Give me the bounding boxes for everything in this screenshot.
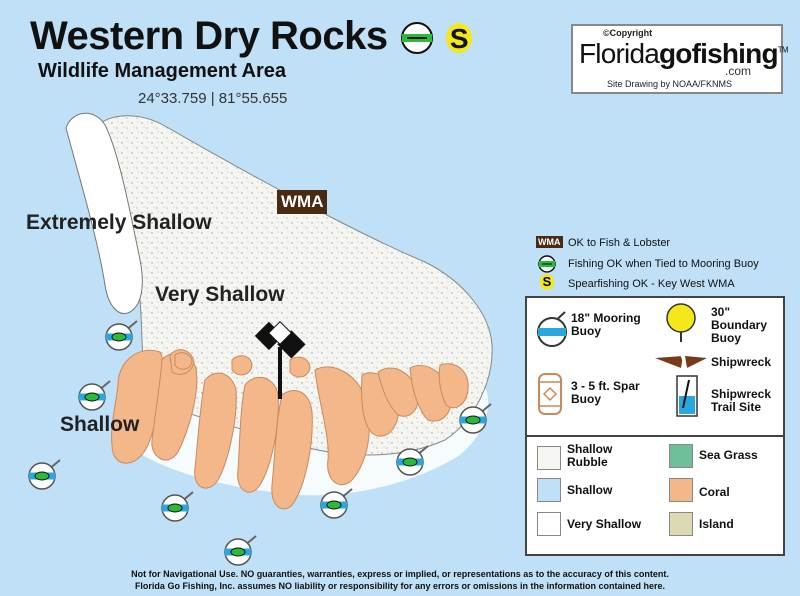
extremely-shallow-area	[65, 112, 143, 314]
spar-buoy-icon	[538, 373, 562, 415]
label-shallow: Shallow	[60, 413, 140, 436]
brand-name: FloridagofishingTM	[579, 38, 789, 69]
legend-shipwreck-trail: Shipwreck Trail Site	[711, 387, 772, 414]
key-spear-text: Spearfishing OK - Key West WMA	[568, 278, 735, 290]
legend-island: Island	[699, 517, 734, 531]
day-marker-letter: K	[276, 325, 284, 336]
brand-domain: .com	[725, 64, 752, 78]
mooring-buoy-marker	[105, 320, 138, 351]
legend-shallow-rubble: Shallow Rubble	[567, 442, 613, 469]
key-wma-badge: WMA	[536, 236, 563, 248]
legend-mooring-buoy: 18" Mooring Buoy	[571, 311, 641, 338]
mooring-buoy-marker	[78, 380, 111, 411]
legend-very-shallow: Very Shallow	[567, 517, 642, 531]
shipwreck-trail-icon	[676, 375, 698, 417]
legend-coral: Coral	[699, 485, 730, 499]
swatch-sea-grass	[669, 444, 693, 468]
swatch-shallow-rubble	[537, 446, 561, 470]
legend-boundary-buoy: 30" Boundary Buoy	[711, 305, 768, 345]
svg-text:S: S	[450, 23, 468, 54]
swatch-very-shallow	[537, 512, 561, 536]
swatch-island	[669, 512, 693, 536]
boundary-buoy-icon	[666, 303, 696, 342]
swatch-coral	[669, 478, 693, 502]
key-wma-text: OK to Fish & Lobster	[568, 237, 671, 249]
mooring-buoy-marker	[224, 535, 257, 566]
label-very-shallow: Very Shallow	[155, 283, 285, 306]
legend-shallow: Shallow	[567, 483, 613, 497]
swatch-shallow	[537, 478, 561, 502]
key-mooring-text: Fishing OK when Tied to Mooring Buoy	[568, 258, 759, 270]
coordinates: 24°33.759 | 81°55.655	[138, 90, 288, 107]
shipwreck-icon	[655, 353, 707, 371]
disclaimer-line-1: Not for Navigational Use. NO guaranties,…	[131, 569, 669, 579]
legend-shipwreck: Shipwreck	[711, 355, 772, 369]
key-spear-badge: S	[540, 274, 554, 290]
spearfishing-icon: S	[445, 23, 472, 54]
mooring-buoy-legend-icon	[537, 311, 567, 347]
copyright-text: ©Copyright	[603, 28, 653, 38]
mooring-buoy-marker	[161, 491, 194, 522]
map-title: Western Dry Rocks S	[30, 14, 473, 59]
wma-badge: WMA	[277, 190, 328, 214]
legend-sea-grass: Sea Grass	[699, 448, 758, 462]
mooring-buoy-marker	[28, 459, 61, 490]
key-mooring-icon	[538, 255, 556, 273]
legend-spar-buoy: 3 - 5 ft. Spar Buoy	[571, 379, 640, 406]
coral-patches	[111, 349, 469, 510]
legend-divider	[527, 435, 783, 437]
disclaimer-line-2: Florida Go Fishing, Inc. assumes NO liab…	[134, 581, 666, 591]
legend: 18" Mooring Buoy 30" Boundary Buoy Shipw…	[525, 296, 785, 556]
label-extremely-shallow: Extremely Shallow	[26, 211, 212, 234]
map-subtitle: Wildlife Management Area	[38, 60, 287, 82]
mooring-buoy-icon	[401, 22, 434, 55]
drawing-credit: Site Drawing by NOAA/FKNMS	[607, 79, 733, 89]
brand-logo[interactable]: ©Copyright FloridagofishingTM .com Site …	[571, 24, 789, 94]
